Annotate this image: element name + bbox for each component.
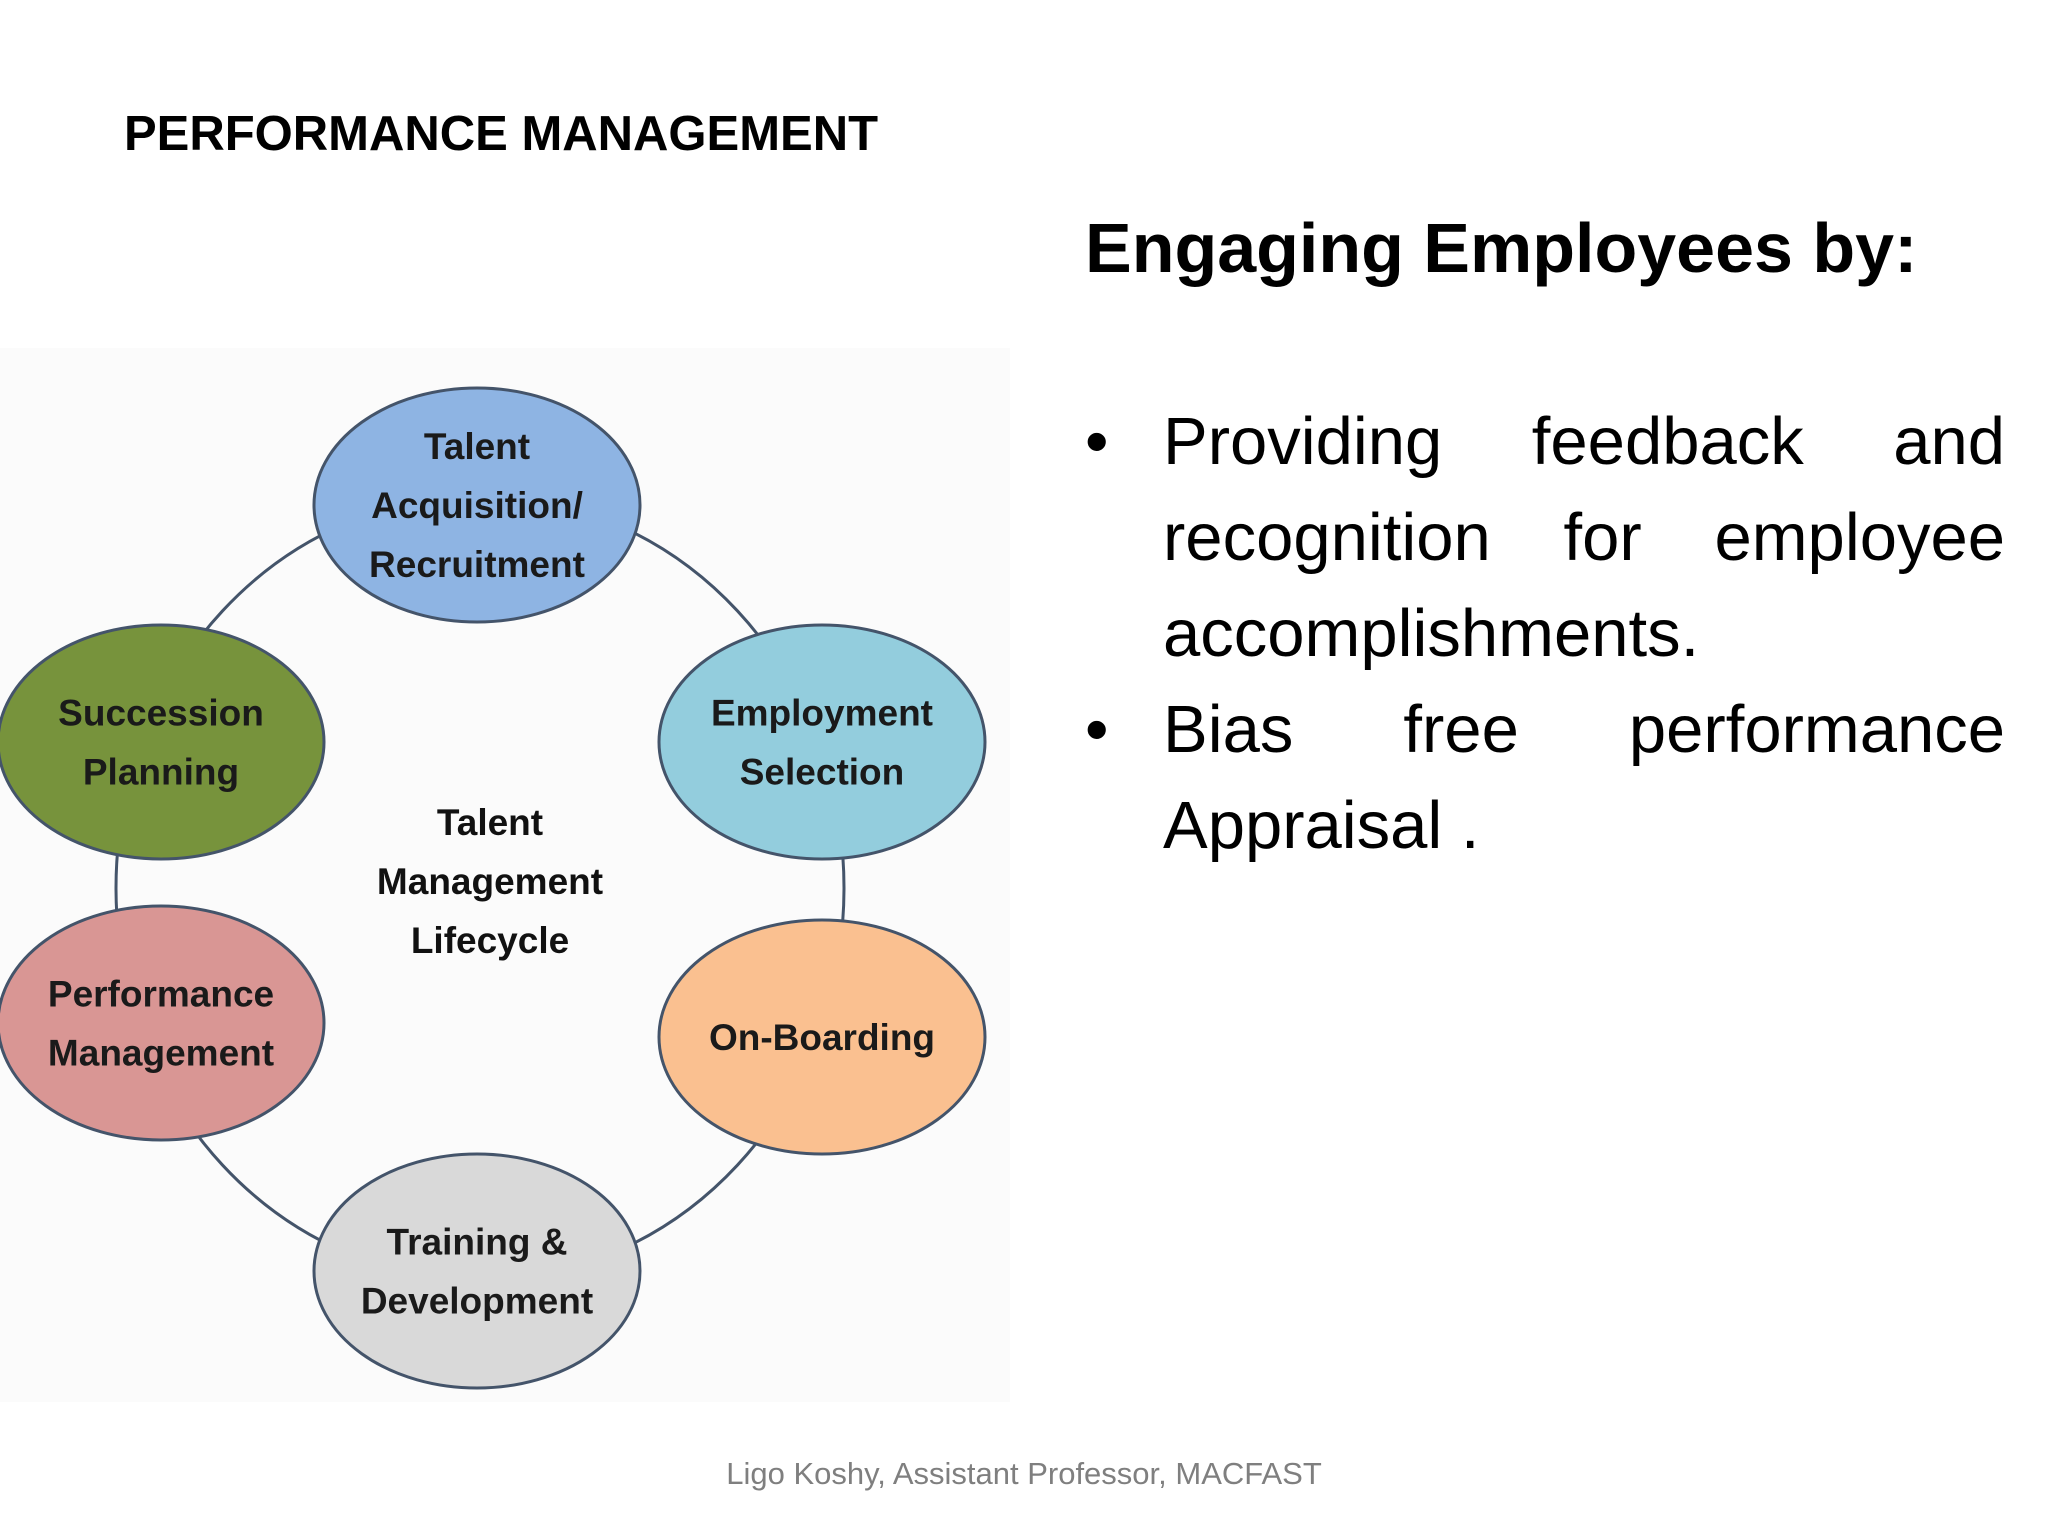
node-on-boarding: On-Boarding xyxy=(657,918,987,1156)
node-ellipse xyxy=(657,918,987,1156)
node-label: Performance xyxy=(48,974,274,1015)
node-label: Recruitment xyxy=(369,544,585,585)
bullet-dot: • xyxy=(1085,404,1109,479)
footer-credit: Ligo Koshy, Assistant Professor, MACFAST xyxy=(726,1456,1322,1491)
node-label: On-Boarding xyxy=(709,1017,935,1058)
node-label: Training & xyxy=(387,1222,568,1263)
engagement-bullets: • Providing feedback and recognition for… xyxy=(1085,394,2005,874)
node-ellipse xyxy=(312,386,642,624)
slide-heading: PERFORMANCE MANAGEMENT xyxy=(124,107,879,161)
center-label-line: Talent xyxy=(437,802,543,843)
node-label: Development xyxy=(361,1281,593,1322)
center-label-line: Lifecycle xyxy=(411,920,569,961)
cycle-nodes: TalentAcquisition/RecruitmentEmploymentS… xyxy=(0,386,987,1390)
node-ellipse xyxy=(0,623,326,861)
node-label: Talent xyxy=(424,426,530,467)
lifecycle-svg: TalentAcquisition/RecruitmentEmploymentS… xyxy=(0,386,987,1390)
node-label: Selection xyxy=(740,752,905,793)
bullet-feedback: • Providing feedback and recognition for… xyxy=(1085,394,2005,682)
node-ellipse xyxy=(657,623,987,861)
center-label-line: Management xyxy=(377,861,603,902)
node-label: Planning xyxy=(83,752,239,793)
bullet-text: Bias free performance Appraisal . xyxy=(1163,692,2005,863)
bullet-appraisal: • Bias free performance Appraisal . xyxy=(1085,682,2005,874)
node-label: Employment xyxy=(711,693,933,734)
bullet-text: Providing feedback and recognition for e… xyxy=(1163,404,2005,671)
node-label: Acquisition/ xyxy=(371,485,583,526)
engage-title: Engaging Employees by: xyxy=(1085,209,1918,287)
node-ellipse xyxy=(0,904,326,1142)
node-ellipse xyxy=(312,1152,642,1390)
node-label: Succession xyxy=(58,693,264,734)
node-training-development: Training & Development xyxy=(312,1152,642,1390)
bullet-dot: • xyxy=(1085,692,1109,767)
node-label: Management xyxy=(48,1033,274,1074)
